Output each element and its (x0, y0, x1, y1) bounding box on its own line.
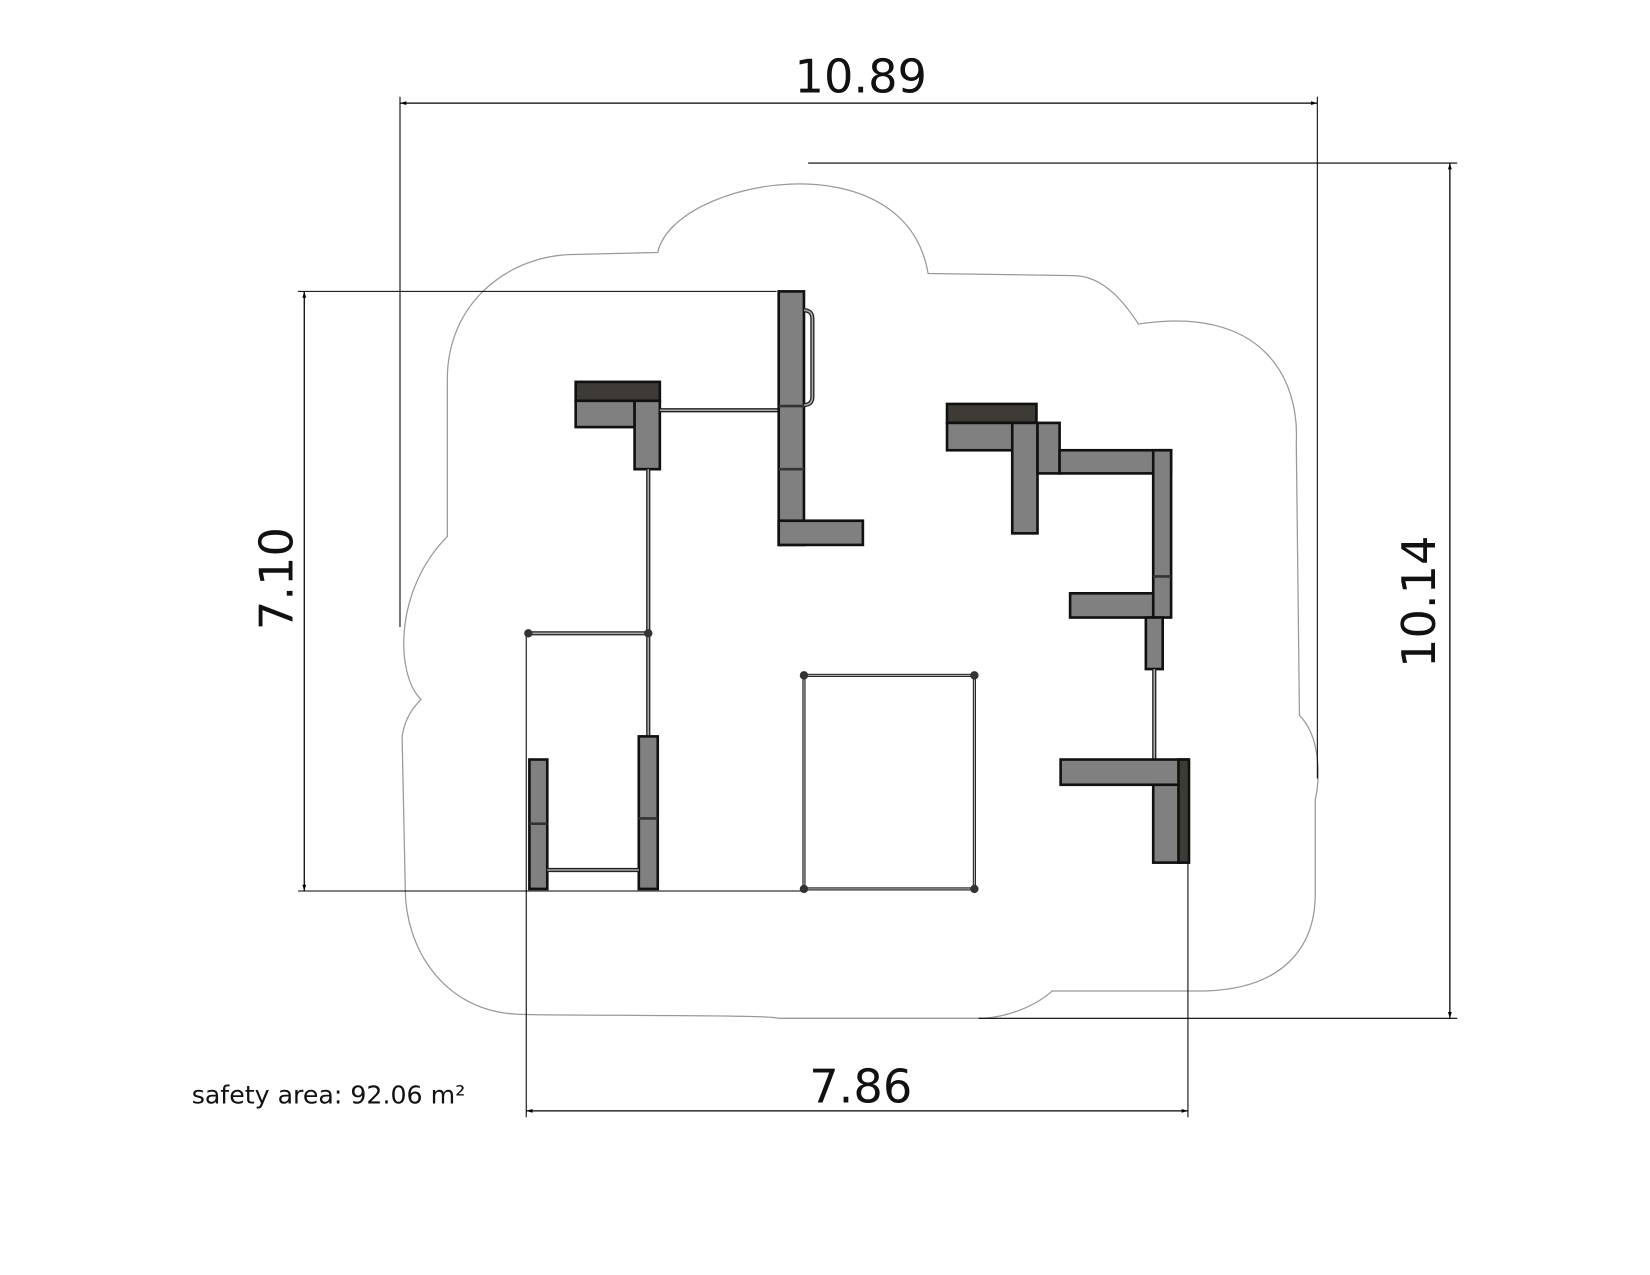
dimension-equipment-width: 7.86 (525, 636, 1189, 1118)
equipment-center-frame (799, 671, 979, 894)
dimension-label: 7.86 (809, 1059, 912, 1113)
equipment-right-group (945, 402, 1191, 864)
safety-area-outline (401, 183, 1319, 1019)
equipment-left-group (524, 290, 865, 891)
dimension-label: 7.10 (250, 527, 304, 630)
dimension-equipment-height: 7.10 (250, 290, 802, 892)
dimension-label: 10.14 (1392, 536, 1446, 668)
safety-area-note: safety area: 92.06 m² (192, 1081, 466, 1110)
dimension-label: 10.89 (795, 50, 927, 104)
dimension-overall-height: 10.14 (808, 162, 1458, 1019)
dimension-overall-width: 10.89 (399, 50, 1318, 779)
